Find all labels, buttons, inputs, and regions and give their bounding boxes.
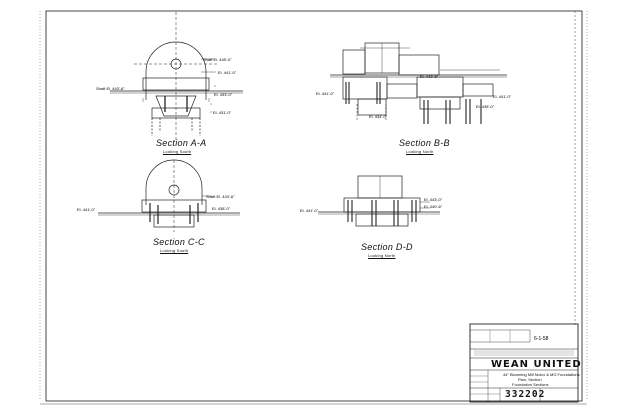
section-b-elev-1: El. 443'-6" — [420, 74, 439, 79]
section-b-subtitle: Looking North — [406, 149, 434, 154]
section-b-elev-3: El. 441'-0" — [493, 94, 512, 99]
section-c-title: Section C-C — [153, 237, 205, 247]
description-line-3: Foundation Sections — [512, 382, 549, 387]
sheet-border — [45, 10, 583, 402]
drawing-number: 332202 — [505, 389, 546, 400]
section-a-drawing — [110, 12, 243, 140]
description-line-2: Plan, Section — [518, 377, 542, 382]
section-b-drawing — [330, 42, 507, 124]
section-a-title: Section A-A — [156, 138, 207, 148]
revision-date: 6-1-58 — [534, 336, 549, 342]
section-a-subtitle: Looking South — [163, 149, 192, 154]
section-d-elev-1: El. 441'-0" — [300, 208, 319, 213]
section-c-subtitle: Looking South — [160, 248, 189, 253]
description-line-1: 44" Blooming Mill Motor & MG Foundations — [503, 372, 580, 377]
section-a-elev-2: El. 441'-0" — [218, 70, 237, 75]
section-b-elev-2: El. 441'-0" — [316, 91, 335, 96]
section-d-subtitle: Looking North — [368, 253, 396, 258]
section-c-elev-1: Shaft El. 443'-6" — [206, 194, 235, 199]
section-c-elev-2: El. 441'-0" — [77, 207, 96, 212]
section-a-elev-5: El. 431'-0" — [213, 110, 232, 115]
title-block — [469, 323, 579, 403]
section-a-elev-4: El. 433'-0" — [214, 92, 233, 97]
section-c-drawing — [98, 159, 240, 232]
section-c-elev-3: El. 438'-0" — [212, 206, 231, 211]
section-a-elev-3: Shaft El. 443'-6" — [96, 86, 125, 91]
section-d-drawing — [318, 175, 440, 227]
section-d-elev-2: El. 443'-0" — [424, 197, 443, 202]
section-b-elev-4: El. 438'-0" — [476, 104, 495, 109]
section-d-elev-3: El. 440'-6" — [424, 204, 443, 209]
section-a-elev-1: Shaft El. 445'-0" — [203, 57, 232, 62]
section-b-title: Section B-B — [399, 138, 450, 148]
company-logo: WEAN UNITED — [491, 359, 582, 370]
section-b-elev-5: El. 434'-0" — [369, 114, 388, 119]
section-d-title: Section D-D — [361, 242, 413, 252]
